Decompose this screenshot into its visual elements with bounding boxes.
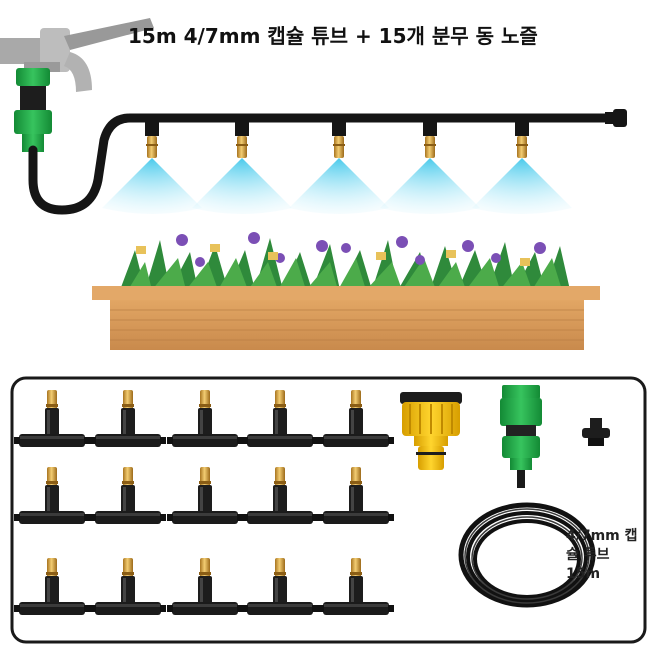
- tube-label-line1: 4/7mm 캡: [566, 528, 638, 544]
- quick-connector-icon: [500, 385, 542, 488]
- faucet-icon: [0, 18, 154, 92]
- tube-label-line2: 슐 튜브: [566, 547, 610, 563]
- tee-fitting-icon: [14, 390, 394, 615]
- nozzle-icon: [102, 122, 572, 214]
- page-title: 15m 4/7mm 캡슐 튜브 + 15개 분무 동 노즐: [128, 24, 538, 48]
- tube-coil-icon: [458, 502, 596, 608]
- tube-spec-label: 4/7mm 캡 슐 튜브 15m: [566, 527, 638, 584]
- plug-icon: [582, 418, 610, 446]
- quick-connector-icon: [14, 68, 52, 152]
- flower-box-icon: [92, 286, 600, 350]
- tube-line: [28, 113, 615, 215]
- faucet-adapter-icon: [400, 392, 462, 470]
- components-panel: [10, 376, 647, 644]
- plants: [120, 232, 570, 290]
- tube-label-line3: 15m: [566, 566, 601, 582]
